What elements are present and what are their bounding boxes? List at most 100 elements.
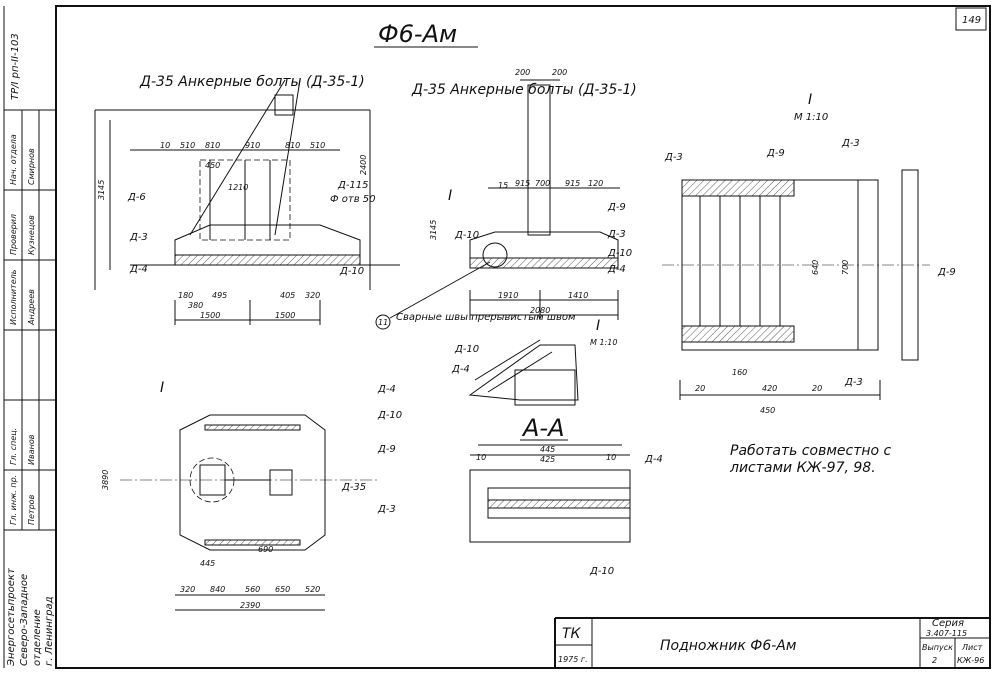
issue-label: Выпуск: [922, 643, 953, 652]
stamp-role-2: Проверил: [9, 214, 18, 255]
title-block-name: Подножник Ф6-Ам: [660, 638, 797, 654]
dim-front-8: 450: [205, 161, 220, 170]
dim-front-9: 1210: [228, 183, 248, 192]
seam-note: Сварные швы прерывистым швом: [396, 312, 576, 323]
dim-plan-650: 650: [275, 585, 290, 594]
dim-front-6: 510: [310, 141, 325, 150]
part-d6-front: Д-6: [127, 192, 146, 203]
dim-aa-10a: 10: [476, 453, 486, 462]
dim-right-20b: 20: [812, 384, 822, 393]
stamp-role-1: Исполнитель: [9, 269, 18, 325]
dim-plan-2390: 2390: [240, 601, 260, 610]
dim-side-6: 915: [565, 179, 580, 188]
series-label: Серия: [932, 618, 964, 629]
dim-side-7: 120: [588, 179, 603, 188]
left-margin-strip: ТР/I рп-II-103 Исполнитель Проверил Нач.…: [3, 6, 57, 668]
dim-front-14: 495: [212, 291, 227, 300]
tk-mark: ТК: [562, 626, 582, 642]
dim-plan-560: 560: [245, 585, 260, 594]
dim-front-16: 320: [305, 291, 320, 300]
dim-front-4: 910: [245, 141, 260, 150]
dim-side-10: 2080: [530, 306, 550, 315]
dim-front-3: 810: [205, 141, 220, 150]
dim-right-420: 420: [762, 384, 777, 393]
drawing-code: ТР/I рп-II-103: [10, 33, 21, 100]
dim-plan-445: 445: [200, 559, 215, 568]
part-d10-front: Д-10: [339, 266, 364, 277]
sheet-label: Лист: [961, 643, 983, 652]
right-view: I М 1:10 Д-3 Д-9 Д-3 Д-9 Д-3 450 420 20 …: [662, 92, 956, 415]
anchor-bolts-label-center: Д-35 Анкерные болты (Д-35-1): [411, 82, 637, 98]
part-d4-side: Д-4: [607, 264, 626, 275]
section-aa-title: А-А: [521, 414, 565, 442]
work-note-line-1: Работать совместно с: [730, 443, 892, 459]
part-d3-right-top-right: Д-3: [841, 138, 860, 149]
section-mark-plan: I: [160, 380, 164, 396]
dim-side-11: 3145: [429, 220, 438, 240]
stamp-name-1: Андреев: [27, 289, 36, 326]
dim-right-20a: 20: [695, 384, 705, 393]
part-d9-right-side: Д-9: [937, 267, 956, 278]
dim-aa-10b: 10: [606, 453, 616, 462]
dim-side-2: 200: [552, 68, 567, 77]
dim-front-15: 405: [280, 291, 295, 300]
org-line-4: г. Ленинград: [44, 596, 55, 666]
dim-side-5: 700: [535, 179, 550, 188]
series-value: 3.407-115: [926, 629, 967, 638]
dim-right-450: 450: [760, 406, 775, 415]
dim-front-2: 510: [180, 141, 195, 150]
org-line-2: Северо-Западное: [19, 574, 30, 666]
dim-plan-520: 520: [305, 585, 320, 594]
dim-side-3: 15: [498, 181, 508, 190]
part-d3-side: Д-3: [607, 229, 626, 240]
dim-side-8: 1910: [498, 291, 518, 300]
dim-front-1: 10: [160, 141, 170, 150]
org-line-1: Энергосетьпроект: [6, 567, 17, 667]
anchor-bolts-label-left: Д-35 Анкерные болты (Д-35-1): [139, 74, 365, 90]
outer-frame: [55, 5, 991, 669]
dim-front-10: 1500: [200, 311, 220, 320]
stamp-name-3: Смирнов: [27, 148, 36, 185]
part-hole-front: Ф отв 50: [330, 194, 376, 205]
callout-number: 11: [378, 318, 388, 327]
section-mark-i: I: [448, 188, 452, 204]
part-d4-plan: Д-4: [377, 384, 396, 395]
stamp-name-2: Кузнецов: [27, 215, 36, 255]
year: 1975 г.: [558, 655, 588, 664]
stamp-name-4: Петров: [27, 494, 36, 525]
scale-right: М 1:10: [794, 112, 828, 123]
dim-front-12: 180: [178, 291, 193, 300]
part-d4-front: Д-4: [129, 264, 148, 275]
dim-plan-320: 320: [180, 585, 195, 594]
dim-aa-425: 425: [540, 455, 555, 464]
part-d115-front: Д-115: [337, 180, 369, 191]
org-line-3: отделение: [32, 609, 43, 666]
part-d3-front: Д-3: [129, 232, 148, 243]
seam-callout: 11 Сварные швы прерывистым швом: [375, 261, 576, 330]
stamp-role-4: Гл. инж. пр.: [9, 475, 18, 525]
part-d9-side: Д-9: [607, 202, 626, 213]
dim-right-640: 640: [811, 260, 820, 275]
section-mark-detail: I: [596, 318, 600, 334]
part-d3-plan: Д-3: [377, 504, 396, 515]
part-d10-aa: Д-10: [589, 566, 614, 577]
weld-detail: Д-10 Д-4 М 1:10 I: [451, 318, 617, 406]
page-number-box: 149: [955, 7, 987, 31]
dim-side-1: 200: [515, 68, 530, 77]
part-d10-side2: Д-10: [607, 248, 632, 259]
plan-view: I Д-4 Д-10 Д-9 Д-35 Д-3 445 320 840 560 …: [101, 380, 402, 611]
part-d10-detail: Д-10: [454, 344, 479, 355]
issue-value: 2: [932, 656, 937, 665]
dim-front-11: 1500: [275, 311, 295, 320]
stamp-role-3: Нач. отдела: [9, 134, 18, 185]
page-number: 149: [962, 15, 981, 26]
front-view: Д-35 Анкерные болты (Д-35-1) Д-6 Д-3 Д-4…: [94, 74, 400, 325]
section-mark-right: I: [808, 92, 812, 108]
dim-front-17: 3145: [97, 180, 106, 200]
dim-right-700: 700: [841, 260, 850, 275]
dim-aa-445: 445: [540, 445, 555, 454]
dim-right-160: 160: [732, 368, 747, 377]
dim-plan-840: 840: [210, 585, 225, 594]
dim-front-5: 810: [285, 141, 300, 150]
